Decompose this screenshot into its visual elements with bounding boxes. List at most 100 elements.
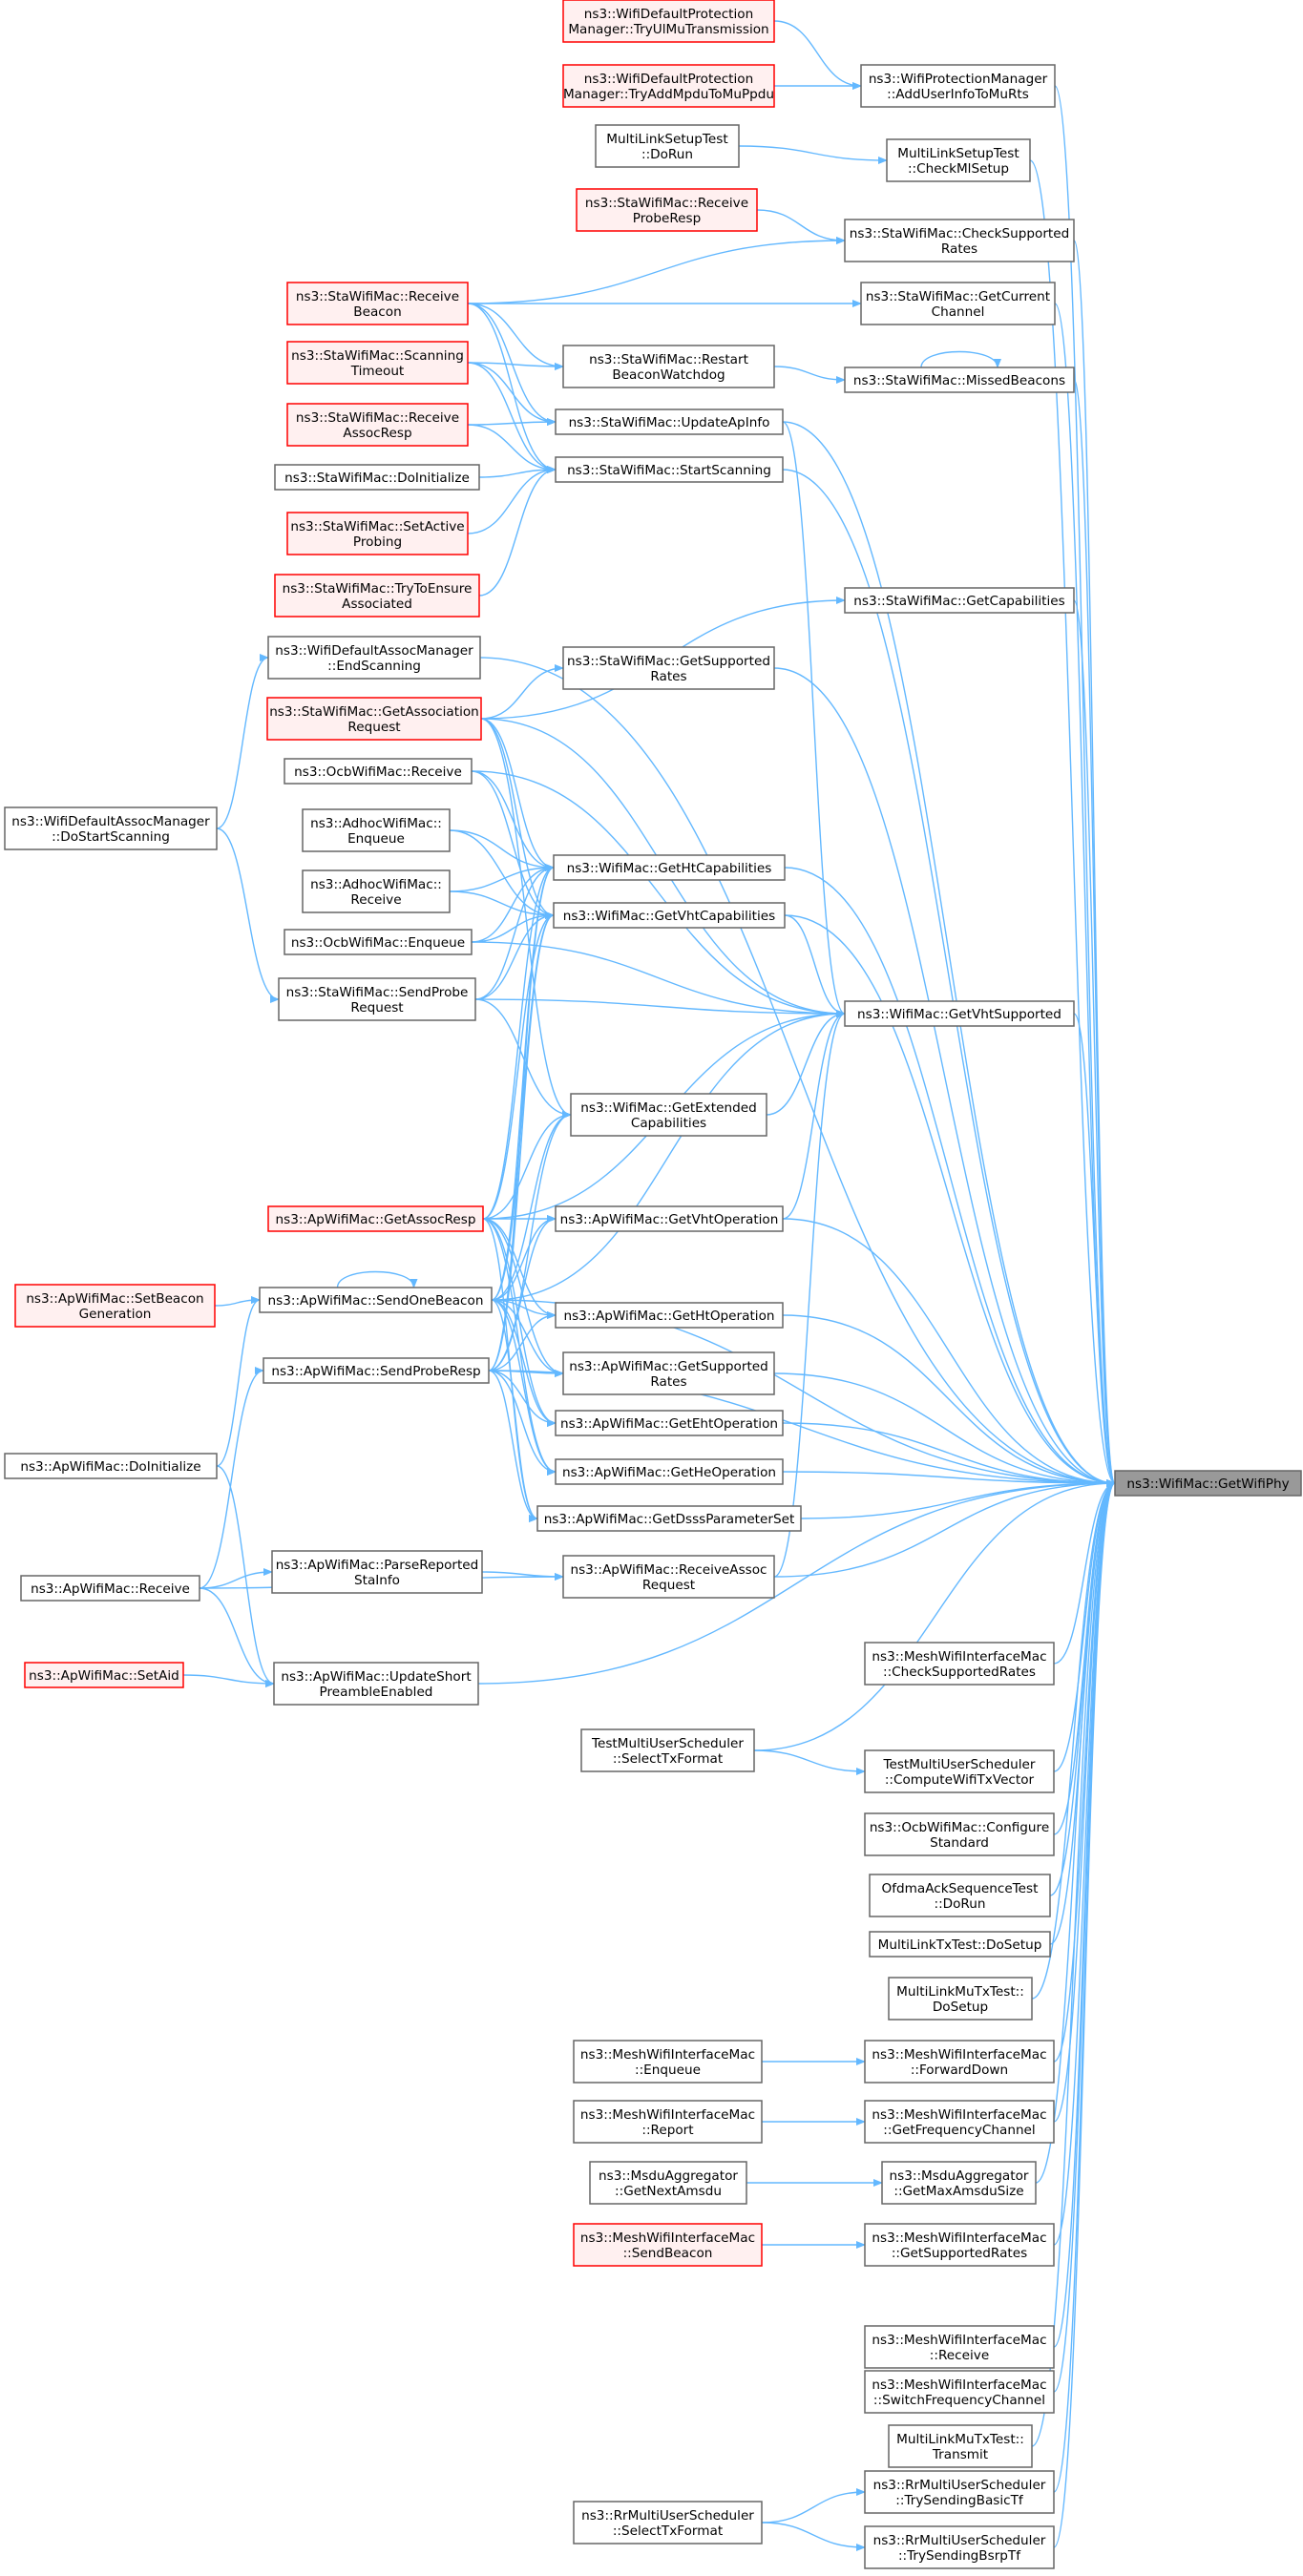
graph-node-ocbenqueue[interactable]: ns3::OcbWifiMac::Enqueue: [284, 929, 473, 955]
graph-node-meshreceive[interactable]: ns3::MeshWifiInterfaceMac::Receive: [864, 2325, 1055, 2369]
node-label: ns3::WifiMac::GetVhtCapabilities: [563, 909, 775, 924]
graph-node-gethtop[interactable]: ns3::ApWifiMac::GetHtOperation: [555, 1302, 784, 1329]
graph-node-updateshortpre[interactable]: ns3::ApWifiMac::UpdateShortPreambleEnabl…: [273, 1662, 479, 1706]
graph-node-endscanning[interactable]: ns3::WifiDefaultAssocManager::EndScannin…: [267, 636, 481, 680]
graph-node-sendonebeacon[interactable]: ns3::ApWifiMac::SendOneBeacon: [259, 1287, 493, 1313]
graph-node-startscanning[interactable]: ns3::StaWifiMac::StartScanning: [555, 456, 784, 483]
graph-node-meshchecksupp[interactable]: ns3::MeshWifiInterfaceMac::CheckSupporte…: [864, 1642, 1055, 1686]
call-edge: [738, 145, 888, 164]
call-edge: [1073, 1013, 1116, 1487]
graph-node-missedbeacons[interactable]: ns3::StaWifiMac::MissedBeacons: [844, 367, 1075, 393]
node-label: ::EndScanning: [327, 659, 421, 674]
graph-node-getwifiphy[interactable]: ns3::WifiMac::GetWifiPhy: [1114, 1470, 1302, 1497]
graph-node-getassocresp[interactable]: ns3::ApWifiMac::GetAssocResp: [267, 1205, 484, 1232]
graph-node-getvhtop[interactable]: ns3::ApWifiMac::GetVhtOperation: [555, 1205, 784, 1232]
graph-node-ocbreceive[interactable]: ns3::OcbWifiMac::Receive: [284, 758, 473, 785]
graph-node-tmuscompute[interactable]: TestMultiUserScheduler::ComputeWifiTxVec…: [864, 1749, 1055, 1793]
graph-node-getvhtcap[interactable]: ns3::WifiMac::GetVhtCapabilities: [553, 902, 786, 929]
call-edge: [474, 911, 555, 1000]
node-label: ::ForwardDown: [911, 2063, 1008, 2078]
graph-node-dostartscanning[interactable]: ns3::WifiDefaultAssocManager::DoStartSca…: [4, 806, 218, 850]
graph-node-rrtrybasic[interactable]: ns3::RrMultiUserScheduler::TrySendingBas…: [864, 2470, 1055, 2514]
graph-node-getvhtsupp[interactable]: ns3::WifiMac::GetVhtSupported: [844, 1000, 1075, 1027]
graph-node-tryulmu[interactable]: ns3::WifiDefaultProtectionManager::TryUl…: [562, 0, 775, 43]
graph-node-meshgetsupp[interactable]: ns3::MeshWifiInterfaceMac::GetSupportedR…: [864, 2223, 1055, 2267]
node-label: ::DoRun: [641, 147, 693, 162]
node-box: [555, 456, 784, 483]
call-edge: [773, 366, 846, 384]
call-edge: [471, 770, 555, 871]
call-edge: [449, 864, 555, 892]
graph-node-tmusselecttx[interactable]: TestMultiUserScheduler::SelectTxFormat: [580, 1728, 755, 1772]
graph-node-apdoinit[interactable]: ns3::ApWifiMac::DoInitialize: [4, 1453, 218, 1479]
graph-node-mlmudosetup[interactable]: MultiLinkMuTxTest::DoSetup: [888, 1977, 1033, 2021]
graph-node-rrtrybsrp[interactable]: ns3::RrMultiUserScheduler::TrySendingBsr…: [864, 2525, 1055, 2569]
node-label: ns3::ApWifiMac::SendProbeResp: [271, 1364, 480, 1379]
graph-node-adduserinfo[interactable]: ns3::WifiProtectionManager::AddUserInfoT…: [860, 64, 1056, 108]
graph-node-meshswitchfreq[interactable]: ns3::MeshWifiInterfaceMac::SwitchFrequen…: [864, 2370, 1055, 2414]
call-edge: [480, 718, 555, 871]
graph-node-mlsdorun[interactable]: MultiLinkSetupTest::DoRun: [595, 124, 740, 168]
graph-node-gethtcap[interactable]: ns3::WifiMac::GetHtCapabilities: [553, 854, 786, 881]
node-label: ns3::ApWifiMac::SetBeacon: [26, 1291, 203, 1307]
graph-node-mltxdosetup[interactable]: MultiLinkTxTest::DoSetup: [869, 1931, 1051, 1958]
node-label: ns3::ApWifiMac::SendOneBeacon: [268, 1293, 484, 1309]
graph-node-adhocreceive[interactable]: ns3::AdhocWifiMac::Receive: [302, 869, 451, 913]
graph-node-stadoinit[interactable]: ns3::StaWifiMac::DoInitialize: [274, 464, 480, 491]
graph-node-getdsss[interactable]: ns3::ApWifiMac::GetDsssParameterSet: [536, 1505, 802, 1532]
call-edge: [216, 654, 269, 829]
graph-node-msdugetmax[interactable]: ns3::MsduAggregator::GetMaxAmsduSize: [881, 2161, 1037, 2205]
node-label: ::SwitchFrequencyChannel: [873, 2393, 1045, 2408]
graph-node-getehtop[interactable]: ns3::ApWifiMac::GetEhtOperation: [555, 1410, 784, 1436]
node-label: ProbeResp: [633, 211, 701, 226]
node-label: Timeout: [350, 364, 405, 379]
graph-node-setaid[interactable]: ns3::ApWifiMac::SetAid: [24, 1662, 184, 1688]
node-label: TestMultiUserScheduler: [591, 1736, 744, 1751]
graph-node-meshenqueue[interactable]: ns3::MeshWifiInterfaceMac::Enqueue: [573, 2040, 763, 2084]
graph-node-meshforwarddown[interactable]: ns3::MeshWifiInterfaceMac::ForwardDown: [864, 2040, 1055, 2084]
node-label: Manager::TryAddMpduToMuPpdu: [563, 87, 774, 102]
node-box: [864, 2040, 1055, 2084]
graph-node-stagetsupprates[interactable]: ns3::StaWifiMac::GetSupportedRates: [562, 646, 775, 690]
node-label: Manager::TryUlMuTransmission: [568, 22, 768, 37]
graph-node-tryaddmpdu[interactable]: ns3::WifiDefaultProtectionManager::TryAd…: [562, 64, 775, 108]
graph-node-getheop[interactable]: ns3::ApWifiMac::GetHeOperation: [555, 1458, 784, 1485]
graph-node-sendproberesp[interactable]: ns3::ApWifiMac::SendProbeResp: [263, 1357, 490, 1384]
graph-node-apreceive[interactable]: ns3::ApWifiMac::Receive: [20, 1575, 200, 1602]
call-edge: [1054, 303, 1116, 1487]
graph-node-ofdmadorun[interactable]: OfdmaAckSequenceTest::DoRun: [869, 1874, 1051, 1917]
graph-node-updateapinfo[interactable]: ns3::StaWifiMac::UpdateApInfo: [555, 408, 784, 435]
graph-node-checkmlsetup[interactable]: MultiLinkSetupTest::CheckMlSetup: [886, 138, 1031, 182]
graph-node-meshsendbeacon[interactable]: ns3::MeshWifiInterfaceMac::SendBeacon: [573, 2223, 763, 2267]
call-edge: [488, 1370, 557, 1427]
graph-node-apgetsupprates[interactable]: ns3::ApWifiMac::GetSupportedRates: [562, 1351, 775, 1395]
graph-node-meshreport[interactable]: ns3::MeshWifiInterfaceMac::Report: [573, 2100, 763, 2144]
graph-node-meshgetfreq[interactable]: ns3::MeshWifiInterfaceMac::GetFrequencyC…: [864, 2100, 1055, 2144]
node-label: PreambleEnabled: [320, 1685, 433, 1700]
graph-node-mlmutransmit[interactable]: MultiLinkMuTxTest::Transmit: [888, 2424, 1033, 2468]
node-label: ns3::WifiDefaultAssocManager: [275, 643, 473, 659]
call-edge: [753, 1479, 1116, 1751]
graph-node-msdugetnext[interactable]: ns3::MsduAggregator::GetNextAmsdu: [589, 2161, 747, 2205]
node-label: ns3::ApWifiMac::GetSupported: [569, 1359, 768, 1374]
graph-node-checksupprates[interactable]: ns3::StaWifiMac::CheckSupportedRates: [844, 219, 1075, 262]
graph-node-adhocenqueue[interactable]: ns3::AdhocWifiMac::Enqueue: [302, 808, 451, 852]
node-label: ::DoStartScanning: [52, 829, 170, 845]
graph-node-getcapabilities[interactable]: ns3::StaWifiMac::GetCapabilities: [844, 587, 1075, 614]
graph-node-rrselecttx[interactable]: ns3::RrMultiUserScheduler::SelectTxForma…: [573, 2501, 763, 2545]
